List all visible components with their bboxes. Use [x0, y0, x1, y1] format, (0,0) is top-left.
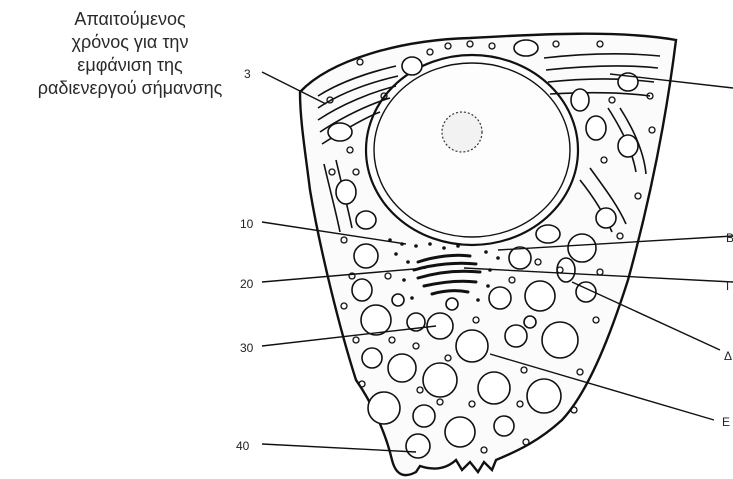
- structure-label-D: Δ: [724, 349, 732, 363]
- time-label-3: 3: [244, 67, 251, 81]
- structure-label-G: Γ: [726, 279, 733, 293]
- nucleolus: [442, 112, 482, 152]
- structure-label-E: Ε: [722, 415, 730, 429]
- time-label-20: 20: [240, 277, 254, 291]
- time-label-10: 10: [240, 217, 254, 231]
- time-label-30: 30: [240, 341, 254, 355]
- structure-label-B: Β: [726, 231, 733, 245]
- time-label-40: 40: [236, 439, 250, 453]
